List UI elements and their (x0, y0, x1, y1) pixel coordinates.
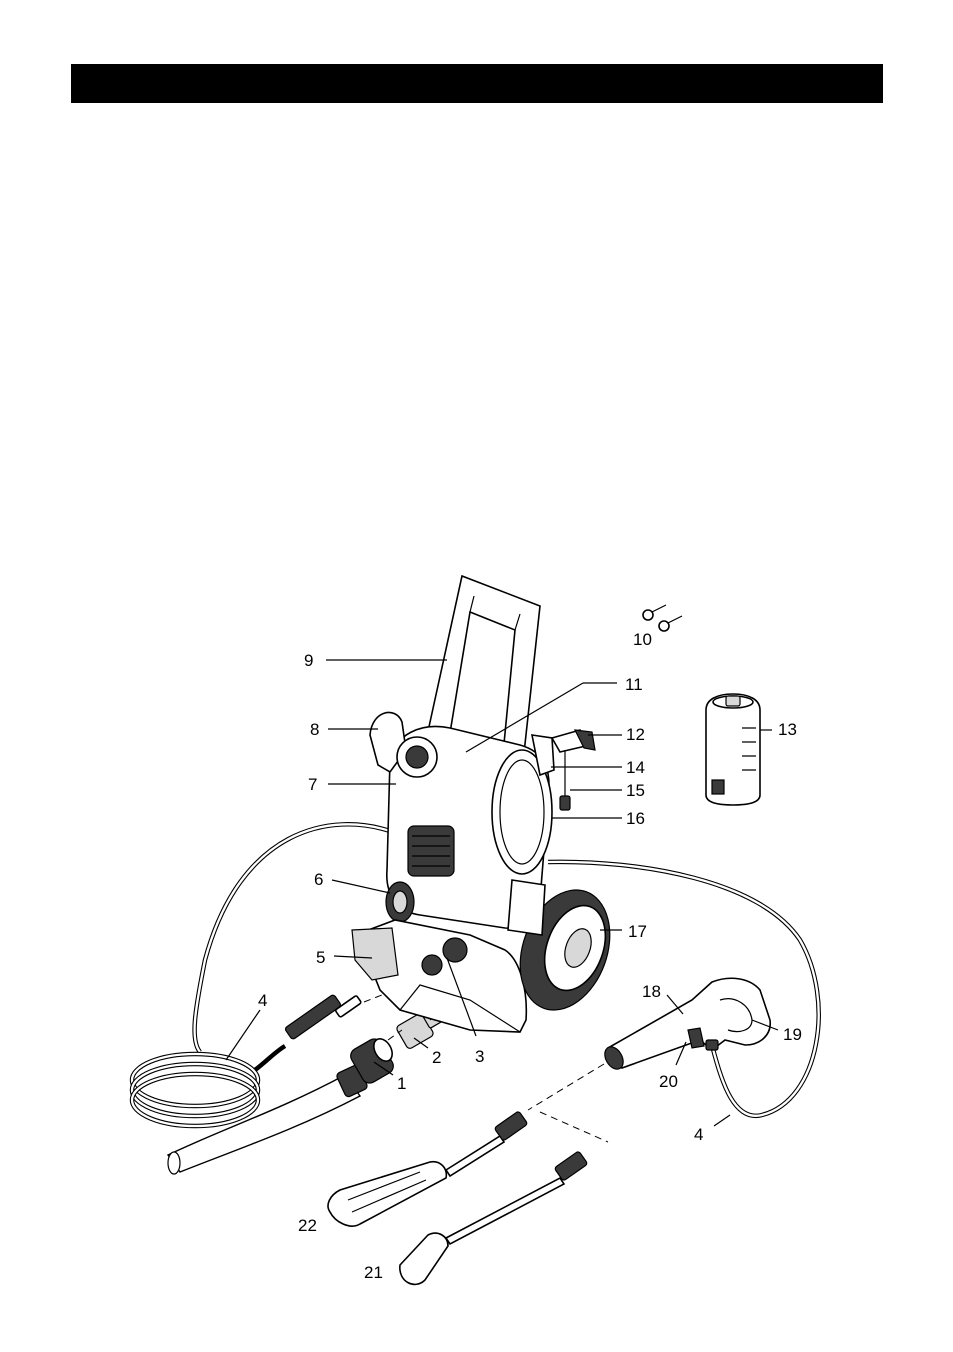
garden-hose (168, 1064, 368, 1174)
callout-2: 2 (432, 1048, 441, 1067)
callout-10: 10 (633, 630, 652, 649)
callout-1: 1 (397, 1074, 406, 1093)
pressure-washer-body (352, 576, 626, 1032)
detergent-bottle (706, 694, 760, 805)
callout-8: 8 (310, 720, 319, 739)
spray-lance (328, 1111, 528, 1226)
callout-20: 20 (659, 1072, 678, 1091)
trigger-gun (601, 978, 770, 1072)
callout-13: 13 (778, 720, 797, 739)
hose-connector (284, 994, 361, 1040)
callout-18: 18 (642, 982, 661, 1001)
accessory-pin (552, 730, 595, 810)
callout-17: 17 (628, 922, 647, 941)
callout-3: 3 (475, 1047, 484, 1066)
callout-11: 11 (625, 675, 643, 694)
callout-4-left: 4 (258, 991, 267, 1010)
callout-4-right: 4 (694, 1125, 703, 1144)
callout-14: 14 (626, 758, 645, 777)
callout-19: 19 (783, 1025, 802, 1044)
callout-16: 16 (626, 809, 645, 828)
callout-5: 5 (316, 948, 325, 967)
callout-21: 21 (364, 1263, 383, 1282)
callout-12: 12 (626, 725, 645, 744)
front-grille (408, 826, 454, 876)
callout-15: 15 (626, 781, 645, 800)
callout-7: 7 (308, 775, 317, 794)
callout-9: 9 (304, 651, 313, 670)
screws (643, 605, 682, 631)
callout-22: 22 (298, 1216, 317, 1235)
callout-6: 6 (314, 870, 323, 889)
